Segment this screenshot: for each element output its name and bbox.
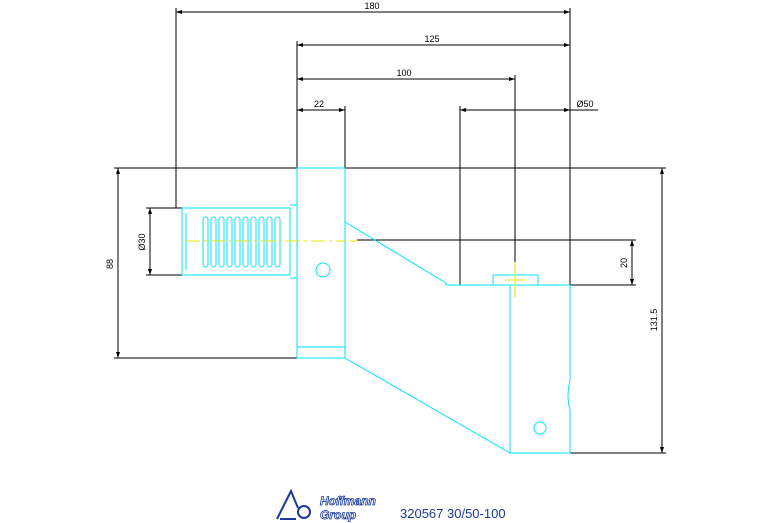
dim-125-label: 125 <box>424 34 439 44</box>
dim-d50-label: Ø50 <box>576 99 593 109</box>
dimension-lines <box>114 8 666 454</box>
part-outline <box>181 167 571 454</box>
brand-name-line1: Hoffmann <box>320 494 376 508</box>
hoffmann-logo-icon <box>276 488 311 520</box>
dim-131-label: 131.5 <box>649 309 659 332</box>
dim-22-label: 22 <box>314 99 324 109</box>
dim-d30-label: Ø30 <box>137 233 147 250</box>
dim-20-label: 20 <box>619 258 629 268</box>
dim-88-label: 88 <box>105 259 115 269</box>
brand-logo: Hoffmann Group <box>276 488 376 522</box>
thread-ribs <box>202 216 281 268</box>
brand-name-line2: Group <box>320 508 356 522</box>
dimension-labels: 180 125 100 22 Ø50 88 Ø30 20 131.5 <box>105 1 659 331</box>
part-number-label: 320567 30/50-100 <box>400 506 506 521</box>
dim-100-label: 100 <box>396 68 411 78</box>
dim-180-label: 180 <box>364 1 379 11</box>
centerlines <box>186 240 525 298</box>
dimension-arrows <box>116 10 664 453</box>
